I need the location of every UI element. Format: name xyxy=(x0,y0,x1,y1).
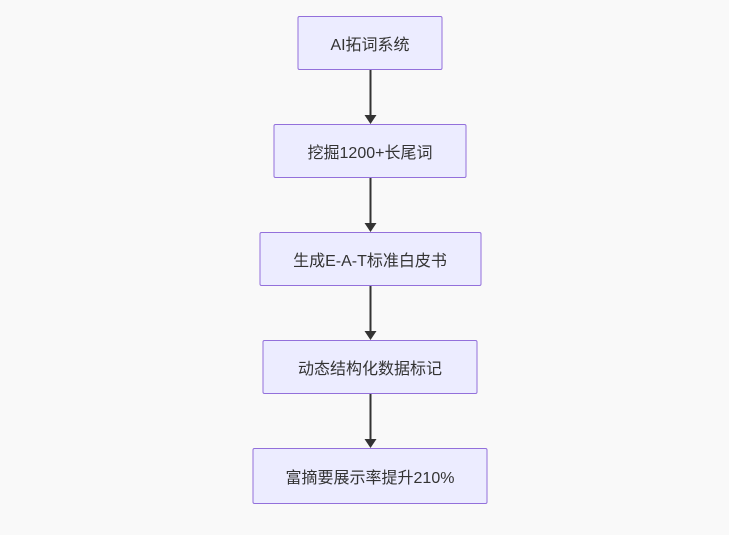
flowchart-node-step4: 动态结构化数据标记 xyxy=(262,340,478,394)
node-label: 生成E-A-T标准白皮书 xyxy=(293,253,447,270)
node-label: AI拓词系统 xyxy=(330,37,410,54)
arrow-head-down-icon xyxy=(364,439,376,448)
flow-arrow xyxy=(364,394,376,448)
flow-arrow xyxy=(364,286,376,340)
flowchart-node-step3: 生成E-A-T标准白皮书 xyxy=(259,232,481,286)
flowchart-node-step5: 富摘要展示率提升210% xyxy=(252,448,488,504)
arrow-line xyxy=(369,394,371,439)
node-label: 挖掘1200+长尾词 xyxy=(307,145,433,162)
flow-arrow xyxy=(364,70,376,124)
flowchart-canvas: AI拓词系统 挖掘1200+长尾词 生成E-A-T标准白皮书 动态结构化数据标记… xyxy=(252,16,488,504)
arrow-head-down-icon xyxy=(364,115,376,124)
arrow-head-down-icon xyxy=(364,223,376,232)
node-label: 富摘要展示率提升210% xyxy=(285,470,455,487)
flowchart-node-step2: 挖掘1200+长尾词 xyxy=(273,124,467,178)
node-label: 动态结构化数据标记 xyxy=(297,361,442,378)
flowchart-node-step1: AI拓词系统 xyxy=(297,16,443,70)
arrow-line xyxy=(369,70,371,115)
arrow-head-down-icon xyxy=(364,331,376,340)
arrow-line xyxy=(369,178,371,223)
flow-arrow xyxy=(364,178,376,232)
arrow-line xyxy=(369,286,371,331)
